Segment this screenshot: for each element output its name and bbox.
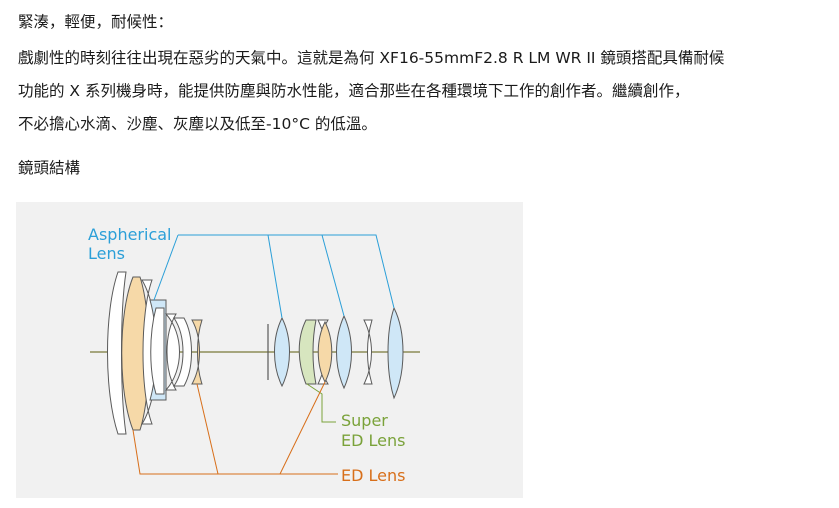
lens-element-15-aspherical [387, 306, 404, 400]
lens-element-1 [107, 271, 127, 435]
super-ed-leader [306, 383, 336, 423]
lens-element-9-aspherical [274, 316, 290, 388]
paragraph-line-3: 不必擔心水滴、沙塵、灰塵以及低至-10°C 的低溫。 [18, 115, 377, 133]
lens-element-6 [164, 313, 180, 391]
aspherical-leaders [153, 234, 395, 319]
lens-element-10-super-ed [298, 319, 317, 385]
lens-element-13-aspherical [336, 314, 352, 390]
paragraph-line-2: 功能的 X 系列機身時，能提供防塵與防水性能，適合那些在各種環境下工作的創作者。… [18, 82, 690, 100]
paragraph-line-1: 戲劇性的時刻往往出現在惡劣的天氣中。這就是為何 XF16-55mmF2.8 R … [18, 49, 725, 67]
lens-diagram-svg: Aspherical Lens Super ED Lens ED Lens [88, 225, 420, 485]
aspherical-label: Aspherical [88, 225, 172, 244]
ed-label: ED Lens [341, 466, 405, 485]
aspherical-label-line2: Lens [88, 244, 125, 263]
heading-compact-weather: 緊湊，輕便，耐候性： [18, 13, 174, 31]
lens-element-7 [173, 317, 192, 387]
ed-leaders [132, 381, 338, 475]
lens-element-14 [363, 319, 373, 385]
lens-element-5 [150, 307, 165, 395]
super-ed-label: Super [341, 411, 388, 430]
lens-element-8-ed [191, 319, 203, 385]
lens-element-12-ed [317, 320, 333, 384]
super-ed-label-line2: ED Lens [341, 431, 405, 450]
lens-construction-diagram: Aspherical Lens Super ED Lens ED Lens [16, 202, 523, 498]
heading-lens-construction: 鏡頭結構 [18, 159, 81, 177]
